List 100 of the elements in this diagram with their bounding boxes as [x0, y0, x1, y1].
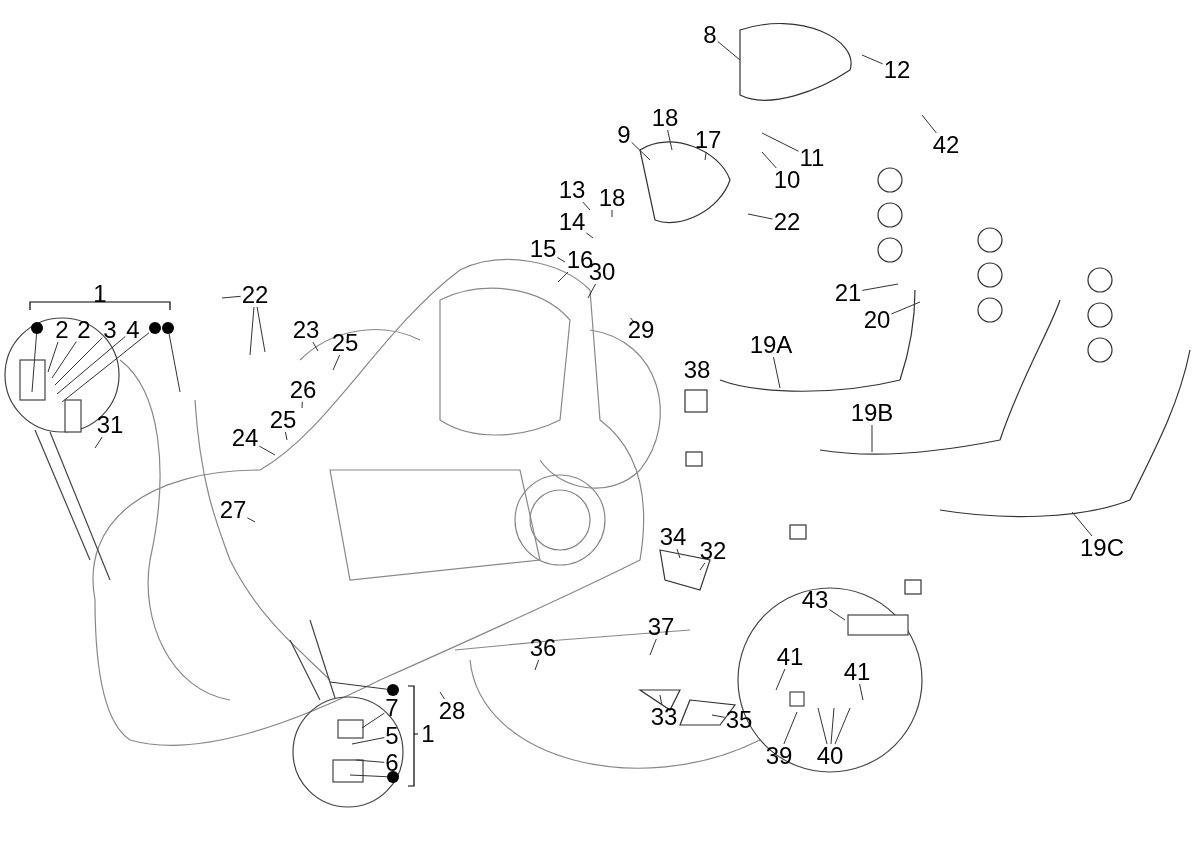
- leader-line: [817, 707, 828, 745]
- leader-line: [582, 201, 591, 211]
- leader-line: [667, 129, 673, 151]
- leader-line: [534, 659, 540, 671]
- callout-number: 24: [230, 426, 260, 450]
- callout-number: 5: [384, 724, 400, 748]
- leader-line: [355, 759, 385, 763]
- leader-line: [284, 431, 288, 441]
- callout-number: 1: [92, 282, 108, 306]
- callout-number: 18: [650, 106, 680, 130]
- leader-line: [94, 436, 103, 449]
- leader-line: [699, 562, 706, 571]
- leader-line: [349, 774, 388, 778]
- callout-number: 43: [800, 588, 830, 612]
- leader-line: [168, 333, 181, 393]
- callout-number: 3: [102, 318, 118, 342]
- callout-number: 1: [420, 722, 436, 746]
- leader-line: [783, 711, 798, 745]
- callout-number: 32: [698, 539, 728, 563]
- callout-number: 6: [384, 751, 400, 775]
- callout-number: 8: [702, 23, 718, 47]
- leader-line: [312, 341, 319, 352]
- callout-number: 22: [240, 283, 270, 307]
- leader-line: [890, 301, 921, 315]
- callout-number: 15: [528, 237, 558, 261]
- callout-number: 36: [528, 636, 558, 660]
- callout-number: 4: [125, 318, 141, 342]
- bullet-dot: [387, 684, 399, 696]
- leader-line: [830, 707, 835, 745]
- leader-line: [773, 356, 781, 389]
- leader-line: [871, 424, 873, 453]
- callout-number: 25: [330, 331, 360, 355]
- leader-line: [775, 668, 786, 691]
- callout-number: 20: [862, 308, 892, 332]
- leader-line: [611, 209, 613, 218]
- leader-line: [351, 737, 385, 745]
- leader-line: [631, 141, 651, 161]
- callout-number: 19B: [849, 401, 895, 425]
- bullet-dot: [162, 322, 174, 334]
- leader-line: [258, 445, 276, 456]
- leader-line: [54, 337, 103, 386]
- leader-line: [704, 151, 707, 161]
- callout-number: 25: [268, 408, 298, 432]
- callout-number: 22: [772, 210, 802, 234]
- callout-number: 42: [931, 133, 961, 157]
- callout-number: 33: [649, 705, 679, 729]
- callout-number: 27: [218, 498, 248, 522]
- callout-number: 10: [772, 168, 802, 192]
- leader-line: [711, 714, 726, 718]
- bullet-dot: [31, 322, 43, 334]
- callout-number: 29: [626, 318, 656, 342]
- callout-number: 2: [54, 318, 70, 342]
- callout-number: 11: [798, 146, 826, 170]
- leader-line: [676, 548, 681, 559]
- callout-number: 12: [882, 58, 912, 82]
- callout-number: 17: [693, 128, 723, 152]
- leader-line: [557, 271, 569, 283]
- callout-number: 41: [775, 645, 805, 669]
- leader-line: [861, 54, 884, 65]
- callout-number: 34: [658, 525, 688, 549]
- leader-line: [246, 517, 256, 523]
- callout-number: 26: [288, 378, 318, 402]
- callout-number: 19C: [1079, 536, 1125, 560]
- leader-line: [649, 638, 657, 656]
- callout-number: 2: [76, 318, 92, 342]
- leader-line: [747, 213, 774, 220]
- leader-line: [221, 295, 242, 299]
- leader-line: [256, 306, 266, 353]
- leader-line: [439, 691, 445, 700]
- leader-line: [1071, 511, 1093, 537]
- leader-line: [630, 317, 635, 323]
- callout-number: 14: [557, 210, 587, 234]
- callout-number: 9: [616, 123, 632, 147]
- bullet-dot: [149, 322, 161, 334]
- callout-number: 37: [646, 615, 676, 639]
- leader-line: [61, 332, 150, 403]
- leader-line: [921, 114, 937, 134]
- leader-line: [361, 712, 385, 729]
- leader-line: [329, 681, 388, 690]
- bullet-dot: [387, 771, 399, 783]
- leader-line: [828, 609, 846, 621]
- leader-line: [301, 401, 303, 409]
- callout-number: 19A: [748, 333, 794, 357]
- callout-number: 23: [291, 318, 321, 342]
- callout-number: 7: [384, 696, 400, 720]
- leader-line: [761, 151, 777, 169]
- leader-line: [761, 132, 800, 152]
- callout-number: 40: [815, 744, 845, 768]
- leader-line: [31, 333, 38, 393]
- leader-line: [834, 707, 851, 745]
- callout-number: 38: [682, 358, 712, 382]
- callout-number: 21: [833, 281, 863, 305]
- callout-number: 31: [95, 413, 125, 437]
- leader-line: [249, 306, 255, 356]
- leader-line: [717, 40, 741, 61]
- callout-number: 41: [842, 660, 872, 684]
- callout-number: 18: [597, 186, 627, 210]
- leader-line: [556, 257, 566, 263]
- leader-line: [56, 335, 126, 395]
- leader-line: [861, 283, 899, 291]
